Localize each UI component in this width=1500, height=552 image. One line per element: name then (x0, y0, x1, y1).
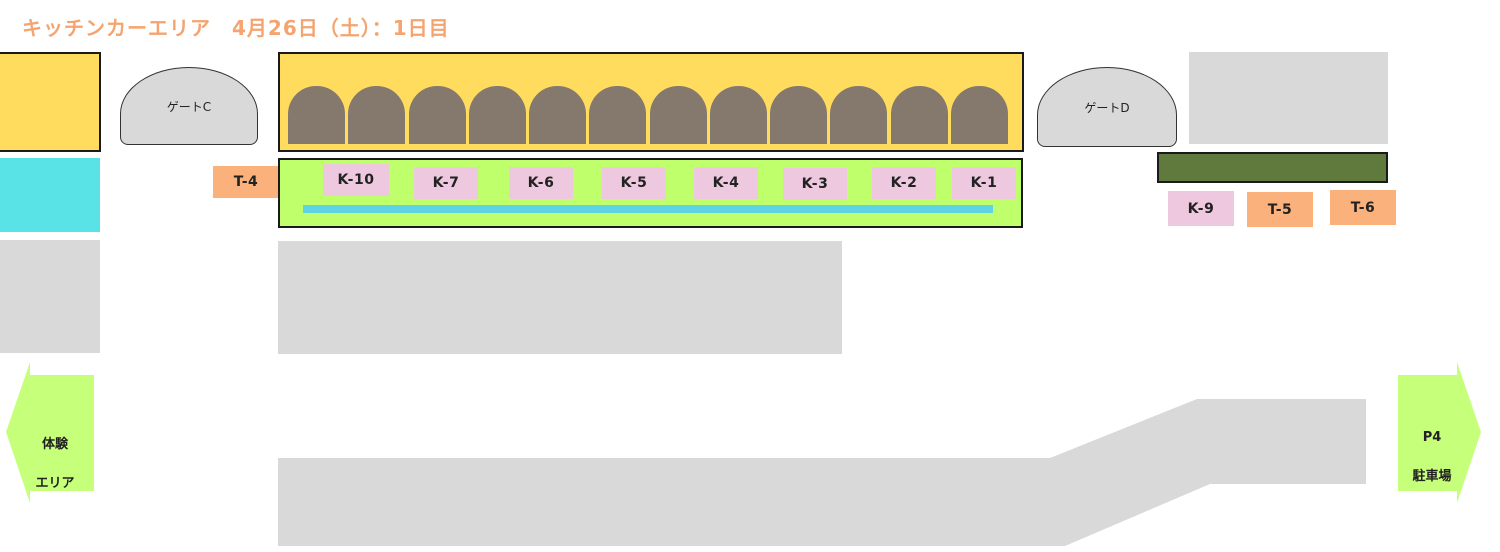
stall-k4-label: K-4 (712, 175, 740, 191)
stall-t5: T-5 (1247, 192, 1313, 227)
stall-t5-label: T-5 (1267, 201, 1293, 218)
stall-k7: K-7 (414, 167, 478, 199)
gate-d-label: ゲートD (1084, 100, 1130, 115)
right-arrow-label: P4 駐車場 (1404, 408, 1460, 506)
left-arrow-shape[interactable] (0, 360, 100, 505)
stall-k9-label: K-9 (1187, 200, 1215, 217)
stall-k9: K-9 (1168, 191, 1234, 226)
right-gray-building (1189, 52, 1388, 144)
left-cyan-block (0, 158, 100, 232)
right-dark-green-strip (1157, 152, 1388, 183)
stall-k2-label: K-2 (890, 175, 918, 191)
stall-k3: K-3 (783, 168, 847, 200)
stall-t6: T-6 (1330, 190, 1396, 225)
tent-arch (529, 86, 587, 144)
stall-k10: K-10 (323, 164, 389, 196)
right-arrow-line1: P4 (1422, 429, 1442, 445)
tent-arch (468, 86, 526, 144)
stall-k3-label: K-3 (801, 176, 829, 192)
stall-t4: T-4 (213, 166, 279, 198)
left-arrow-line2: エリア (35, 475, 75, 491)
tent-arch (348, 86, 406, 144)
right-arrow-shape[interactable] (1395, 360, 1500, 505)
stall-k6-label: K-6 (527, 175, 555, 191)
tent-arch (890, 86, 948, 144)
left-arrow-label: 体験 エリア (30, 415, 80, 513)
tent-arch (709, 86, 767, 144)
lane-blue-bar (303, 205, 993, 213)
stall-t4-label: T-4 (233, 174, 259, 190)
left-yellow-block (0, 52, 101, 152)
stall-k7-label: K-7 (432, 175, 460, 191)
map-title: キッチンカーエリア 4月26日（土）：1日目 (22, 16, 450, 40)
gate-d: ゲートD (1037, 67, 1177, 147)
stall-k4: K-4 (694, 167, 758, 199)
tent-arch (408, 86, 466, 144)
tent-arch (649, 86, 707, 144)
tent-arch (770, 86, 828, 144)
stall-k10-label: K-10 (337, 172, 375, 188)
stall-k6: K-6 (509, 167, 573, 199)
gate-c-label: ゲートC (166, 99, 212, 114)
tent-arch (830, 86, 888, 144)
stall-k2: K-2 (872, 167, 936, 199)
stall-k1: K-1 (952, 167, 1016, 199)
center-gray-block (278, 241, 842, 354)
right-arrow-line2: 駐車場 (1412, 468, 1452, 484)
tent-arch (589, 86, 647, 144)
left-gray-block (0, 240, 100, 353)
tent-arches (288, 86, 1008, 144)
stall-k5: K-5 (602, 167, 666, 199)
tent-arch (288, 86, 345, 144)
gate-c: ゲートC (120, 67, 258, 145)
tent-arch (950, 86, 1008, 144)
stall-t6-label: T-6 (1350, 199, 1376, 216)
stall-k1-label: K-1 (970, 175, 998, 191)
left-arrow-line1: 体験 (41, 436, 68, 452)
stall-k5-label: K-5 (620, 175, 648, 191)
